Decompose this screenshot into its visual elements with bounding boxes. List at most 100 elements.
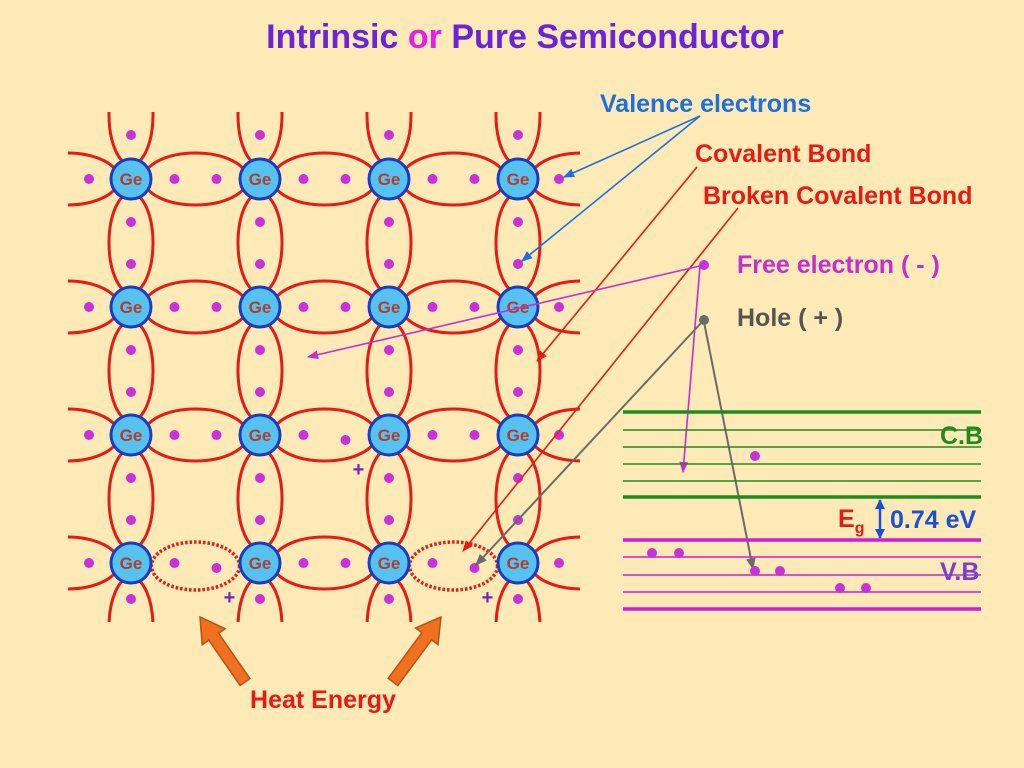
germanium-atom: Ge [496, 413, 540, 457]
valence-electron-dot [126, 345, 136, 355]
conduction-band [623, 410, 981, 499]
covalent-bond [68, 535, 121, 591]
atom-core [238, 413, 282, 457]
valence-electron-dot [126, 217, 136, 227]
covalent-bond [528, 535, 580, 591]
heat-energy-label: Heat Energy [250, 686, 396, 714]
valence-electron-dot [126, 130, 136, 140]
hole-pointer-arrow [475, 321, 703, 566]
covalent-bond [271, 407, 378, 463]
valence-band-electron-dot [835, 583, 845, 593]
valence-electron-dot [469, 174, 480, 184]
valence-electron-dot [255, 259, 265, 269]
germanium-atom: Ge [496, 285, 540, 329]
broken-covalent-bond [407, 540, 500, 592]
hole-band-arrow [703, 321, 756, 571]
valence-electron-dot [384, 387, 394, 397]
valence-electron-dot [554, 302, 564, 312]
atom-label: Ge [249, 298, 272, 317]
covalent-bond [107, 319, 155, 423]
covalent-bond [68, 151, 121, 207]
atom-label: Ge [120, 554, 143, 573]
heat-energy-arrow-left [199, 615, 251, 687]
atom-label: Ge [120, 170, 143, 189]
covalent-bond [142, 407, 249, 463]
atom-core [496, 285, 540, 329]
covalent-bond [400, 279, 507, 335]
germanium-atom: Ge [109, 541, 153, 585]
valence-electron-dot [211, 302, 222, 312]
valence-electron-dot [384, 594, 394, 604]
valence-electron-dot [513, 594, 523, 604]
valence-electron-dot [255, 217, 265, 227]
atom-label: Ge [507, 170, 530, 189]
atom-core [109, 285, 153, 329]
atom-label: Ge [378, 426, 401, 445]
valence-electron-dot [84, 558, 94, 568]
heat-energy-group: Heat Energy [199, 615, 442, 714]
broken-bond-pointer-arrow [462, 207, 739, 552]
covalent-bond [236, 191, 284, 295]
valence-electron-dot [427, 174, 438, 184]
covalent-bond [107, 447, 155, 551]
covalent-bond [236, 112, 284, 167]
valence-electron-dot [126, 473, 136, 483]
holes: + + + [224, 459, 494, 609]
germanium-atom: Ge [109, 413, 153, 457]
slide-title: Intrinsic or Pure Semiconductor [266, 18, 784, 56]
valence-electron-dot [469, 430, 480, 440]
valence-electrons-label: Valence electrons [600, 90, 811, 118]
valence-band [623, 538, 981, 611]
band-gap-symbol-letter: E [838, 505, 855, 533]
free-electron-pointer-arrow [306, 265, 701, 360]
valence-electron-pointer-arrow [562, 115, 701, 178]
atom-label: Ge [249, 170, 272, 189]
energy-band-diagram: C.B V.B Eg 0.74 eV [623, 410, 983, 611]
valence-electron-dot [126, 594, 136, 604]
germanium-atom: Ge [238, 157, 282, 201]
valence-electron-dot [340, 302, 351, 312]
covalent-bond [236, 575, 284, 622]
germanium-atom: Ge [109, 285, 153, 329]
atom-label: Ge [249, 426, 272, 445]
valence-band-label: V.B [940, 558, 979, 586]
valence-band-electron-dot [750, 566, 760, 576]
covalent-bond [68, 407, 121, 463]
valence-electron-dot [126, 515, 136, 525]
hole-plus-sign: + [482, 587, 494, 609]
germanium-atoms: GeGeGeGeGeGeGeGeGeGeGeGeGeGeGeGe [109, 157, 540, 585]
hole-plus-sign: + [353, 459, 365, 481]
germanium-atom: Ge [367, 285, 411, 329]
valence-electron-dot [513, 130, 523, 140]
valence-electron-dot [126, 387, 136, 397]
valence-band-electron-dot [775, 566, 785, 576]
valence-electron-dot [554, 174, 564, 184]
covalent-bond [107, 112, 155, 167]
covalent-bond [528, 151, 580, 207]
valence-electron-dot [427, 302, 438, 312]
atom-core [238, 157, 282, 201]
hole-label: Hole ( + ) [737, 304, 843, 332]
atom-label: Ge [507, 554, 530, 573]
atom-core [109, 541, 153, 585]
covalent-bond [271, 279, 378, 335]
atom-label: Ge [378, 298, 401, 317]
valence-electron-dot [298, 558, 309, 568]
title-or: or [408, 18, 442, 56]
valence-electron-dot [384, 217, 394, 227]
covalent-bonds [68, 112, 580, 622]
band-gap-subscript: g [855, 520, 865, 537]
valence-electron-dot [427, 430, 438, 440]
valence-electron-dot [255, 130, 265, 140]
valence-electron-dot [169, 558, 180, 568]
valence-electron-dot [427, 558, 438, 568]
valence-electron-dot [298, 174, 309, 184]
valence-electron-dot [255, 473, 265, 483]
atom-core [367, 541, 411, 585]
covalent-bond [494, 319, 542, 423]
hole-plus-sign: + [224, 587, 236, 609]
covalent-bond [142, 151, 249, 207]
atom-core [496, 541, 540, 585]
covalent-bond [494, 575, 542, 622]
valence-electron-dot [384, 345, 394, 355]
